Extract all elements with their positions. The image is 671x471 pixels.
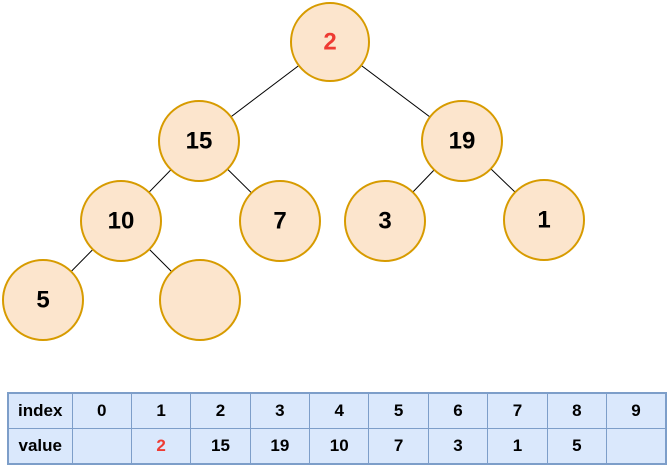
value-cell: 3 (427, 428, 489, 465)
node-circle (80, 180, 162, 262)
value-row: value 2 15 19 10 7 3 1 5 (7, 428, 667, 465)
node-value: 1 (537, 207, 550, 234)
value-cell: 15 (190, 428, 251, 465)
value-cell: 5 (546, 428, 608, 465)
node-value: 5 (36, 287, 49, 314)
node-value: 2 (323, 29, 336, 56)
node-value: 7 (273, 208, 286, 235)
tree-node-7: 7 (239, 180, 321, 262)
tree-node-3: 3 (344, 180, 426, 262)
value-cell-highlighted: 2 (130, 428, 192, 465)
tree-node-10: 10 (80, 180, 162, 262)
node-circle (239, 180, 321, 262)
row-header-index: index (7, 392, 73, 429)
value-cell: 1 (487, 428, 548, 465)
index-cell: 5 (368, 392, 429, 429)
index-cell: 8 (546, 392, 608, 429)
array-representation-table: index 0 1 2 3 4 5 6 7 8 9 value 2 15 19 … (7, 392, 667, 465)
value-cell (606, 428, 667, 465)
index-cell: 2 (190, 392, 251, 429)
index-cell: 1 (130, 392, 192, 429)
tree-node-empty (159, 259, 241, 341)
index-cell: 7 (487, 392, 548, 429)
index-cell: 3 (249, 392, 311, 429)
node-circle (421, 100, 503, 182)
row-header-value: value (7, 428, 73, 465)
node-value: 3 (378, 208, 391, 235)
index-cell: 6 (427, 392, 489, 429)
tree-node-15: 15 (158, 100, 240, 182)
index-cell: 9 (606, 392, 667, 429)
node-value: 15 (186, 128, 213, 155)
node-circle (344, 180, 426, 262)
binary-tree-diagram: 2 15 19 10 7 3 1 5 (2, 2, 585, 341)
value-cell (71, 428, 132, 465)
node-circle (158, 100, 240, 182)
node-circle (503, 179, 585, 261)
node-circle (159, 259, 241, 341)
tree-node-2: 2 (290, 2, 370, 82)
node-circle (2, 259, 84, 341)
node-circle (290, 2, 370, 82)
tree-node-5: 5 (2, 259, 84, 341)
index-cell: 0 (71, 392, 132, 429)
value-cell: 19 (249, 428, 311, 465)
tree-node-1: 1 (503, 179, 585, 261)
value-cell: 10 (309, 428, 370, 465)
node-value: 19 (449, 128, 476, 155)
index-cell: 4 (309, 392, 370, 429)
index-row: index 0 1 2 3 4 5 6 7 8 9 (7, 392, 667, 429)
node-value: 10 (108, 208, 135, 235)
tree-node-19: 19 (421, 100, 503, 182)
value-cell: 7 (368, 428, 429, 465)
